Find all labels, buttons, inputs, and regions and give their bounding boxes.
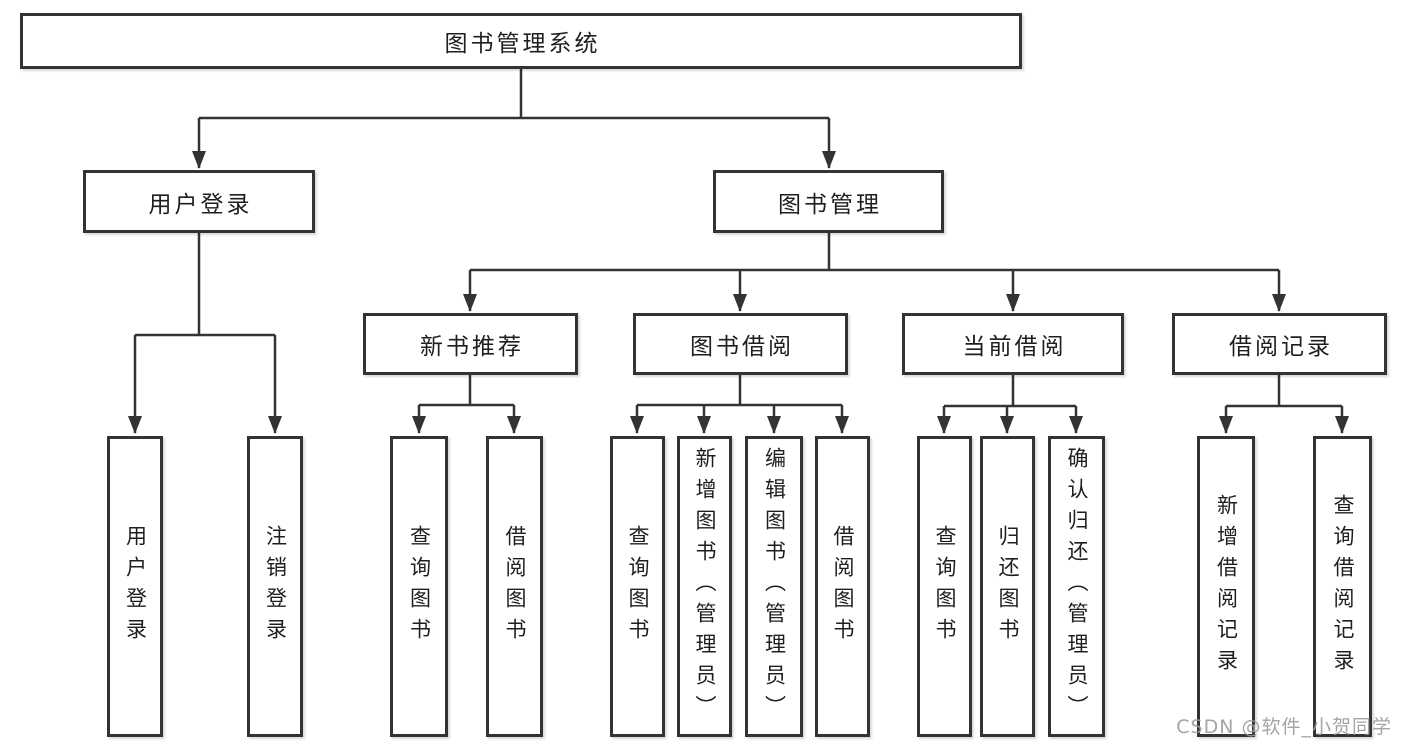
leaf-logout: 注销登录 bbox=[247, 436, 303, 737]
leaf-query-borrow-record: 查询借阅记录 bbox=[1313, 436, 1372, 737]
leaf-edit-books-admin: 编辑图书（管理员） bbox=[745, 436, 803, 737]
node-new-book-recommend: 新书推荐 bbox=[363, 313, 578, 375]
node-book-management: 图书管理 bbox=[713, 170, 944, 233]
watermark-text: CSDN @软件_小贺同学 bbox=[1176, 716, 1392, 738]
leaf-borrow-books-recommend: 借阅图书 bbox=[486, 436, 543, 737]
leaf-add-borrow-record: 新增借阅记录 bbox=[1197, 436, 1255, 737]
leaf-return-books: 归还图书 bbox=[980, 436, 1035, 737]
node-current-borrowing: 当前借阅 bbox=[902, 313, 1124, 375]
node-book-borrowing: 图书借阅 bbox=[633, 313, 848, 375]
leaf-query-books-borrowing: 查询图书 bbox=[610, 436, 665, 737]
node-user-login: 用户登录 bbox=[83, 170, 315, 233]
connector-group bbox=[128, 69, 1349, 434]
leaf-user-login: 用户登录 bbox=[107, 436, 163, 737]
leaf-borrow-books-borrowing: 借阅图书 bbox=[815, 436, 870, 737]
leaf-add-books-admin: 新增图书（管理员） bbox=[677, 436, 732, 737]
leaf-query-books-recommend: 查询图书 bbox=[390, 436, 448, 737]
node-library-system: 图书管理系统 bbox=[20, 13, 1022, 69]
leaf-query-books-current: 查询图书 bbox=[917, 436, 972, 737]
node-borrowing-records: 借阅记录 bbox=[1172, 313, 1387, 375]
leaf-confirm-return-admin: 确认归还（管理员） bbox=[1048, 436, 1105, 737]
